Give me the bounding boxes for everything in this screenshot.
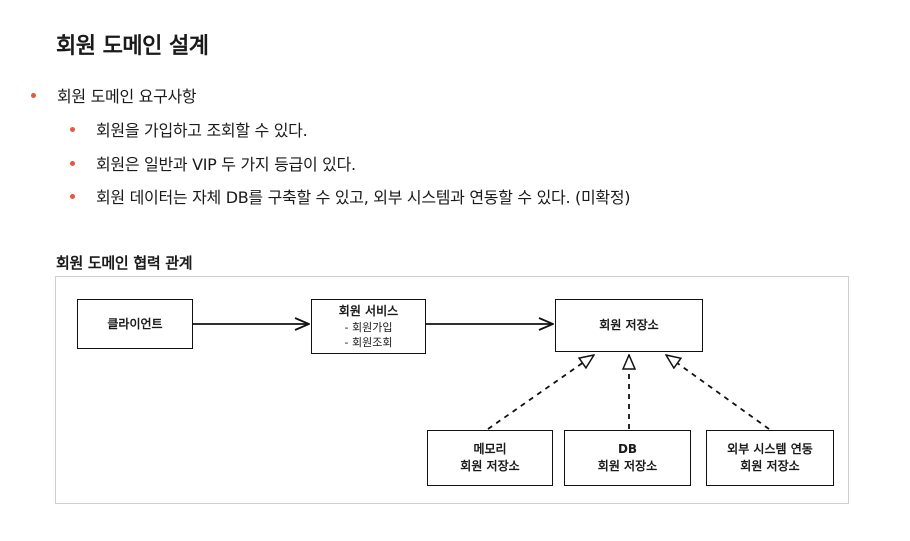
db-repository-box: DB 회원 저장소 [564, 430, 691, 486]
impl-line1: 외부 시스템 연동 [727, 442, 813, 456]
list-item: 회원 도메인 요구사항 [31, 83, 197, 107]
external-implements-arrow [666, 355, 770, 430]
memory-implements-arrow [487, 355, 594, 430]
requirements-heading: 회원 도메인 요구사항 [57, 87, 197, 106]
requirement-text: 회원 데이터는 자체 DB를 구축할 수 있고, 외부 시스템과 연동할 수 있… [96, 188, 631, 207]
list-item: 회원 데이터는 자체 DB를 구축할 수 있고, 외부 시스템과 연동할 수 있… [70, 184, 630, 208]
requirement-text: 회원은 일반과 VIP 두 가지 등급이 있다. [96, 155, 356, 174]
list-item: 회원을 가입하고 조회할 수 있다. [70, 117, 308, 141]
memory-repository-box: 메모리 회원 저장소 [427, 430, 553, 486]
client-label: 클라이언트 [107, 316, 163, 331]
service-op: - 회원조회 [344, 336, 393, 349]
impl-line1: DB [617, 442, 638, 456]
bullet-dot [31, 92, 36, 98]
member-repository-box: 회원 저장소 [555, 299, 703, 352]
member-service-box: 회원 서비스 - 회원가입 - 회원조회 [311, 299, 426, 354]
collaboration-diagram: 클라이언트 회원 서비스 - 회원가입 - 회원조회 회원 저장소 메모리 회원… [55, 276, 849, 504]
external-repository-box: 외부 시스템 연동 회원 저장소 [706, 430, 834, 486]
diagram-title: 회원 도메인 협력 관계 [56, 254, 193, 272]
impl-line2: 회원 저장소 [597, 459, 658, 473]
list-item: 회원은 일반과 VIP 두 가지 등급이 있다. [70, 151, 356, 175]
impl-line2: 회원 저장소 [460, 459, 520, 473]
service-name: 회원 서비스 [338, 304, 399, 318]
bullet-dot [70, 126, 75, 132]
service-op: - 회원가입 [344, 321, 393, 334]
impl-line1: 메모리 [473, 442, 507, 456]
bullet-dot [70, 160, 75, 166]
impl-line2: 회원 저장소 [740, 459, 800, 473]
client-box: 클라이언트 [77, 299, 193, 349]
requirement-text: 회원을 가입하고 조회할 수 있다. [96, 121, 308, 140]
diagram-connectors [193, 277, 770, 430]
repository-label: 회원 저장소 [599, 318, 659, 332]
page-title: 회원 도메인 설계 [56, 34, 209, 59]
bullet-dot [70, 193, 75, 199]
